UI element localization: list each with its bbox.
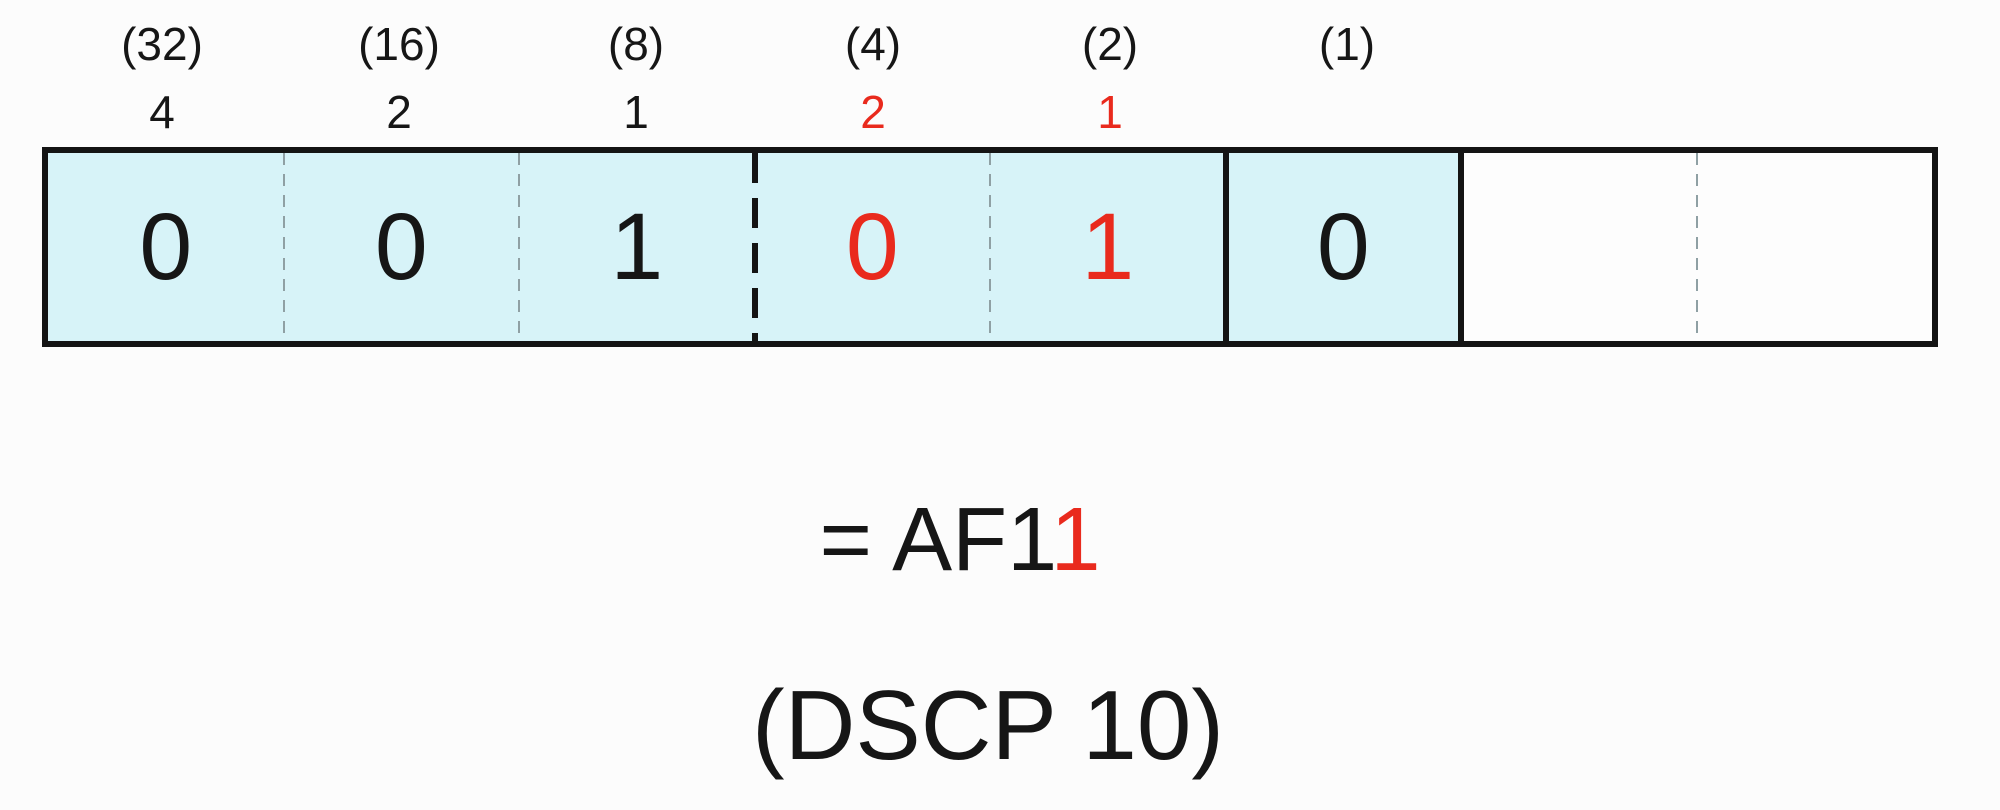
bit-value: 0 xyxy=(139,193,193,300)
bit-cell: 0 xyxy=(1225,153,1461,341)
bit-value: 0 xyxy=(374,193,428,300)
bit-value: 1 xyxy=(610,193,664,300)
af-result-prefix: = AF1 xyxy=(819,490,1051,590)
af-weight-label: 4 xyxy=(149,86,175,138)
af-weight-label: 2 xyxy=(386,86,412,138)
bit-value: 0 xyxy=(1316,193,1370,300)
af-weight-label: 2 xyxy=(860,86,886,138)
bit-weight-label: (1) xyxy=(1318,18,1376,70)
cell-divider-dashed xyxy=(989,153,991,341)
bit-cell: 0 xyxy=(48,153,284,341)
cell-divider-dashed xyxy=(1695,153,1698,341)
dscp-caption: (DSCP 10) xyxy=(751,670,1225,780)
af-result-text: = AF11 xyxy=(819,495,1100,585)
bit-value: 1 xyxy=(1081,193,1135,300)
bit-weight-label: (2) xyxy=(1081,18,1139,70)
bit-cell: 1 xyxy=(990,153,1226,341)
cell-divider-dashed xyxy=(282,153,285,341)
bit-cell: 1 xyxy=(519,153,755,341)
bit-weight-label: (4) xyxy=(844,18,902,70)
af-weight-label: 1 xyxy=(623,86,649,138)
bit-cell: 0 xyxy=(754,153,990,341)
cell-divider-dashed xyxy=(518,153,520,341)
bit-field: 0 0 1 0 1 0 xyxy=(42,147,1938,347)
cell-divider-solid xyxy=(1458,153,1464,341)
cell-divider-heavy-dashed xyxy=(751,153,758,341)
bit-cell xyxy=(1696,153,1932,341)
cell-divider-solid xyxy=(1222,153,1229,341)
bit-weight-label: (32) xyxy=(121,18,203,70)
af-weight-label: 1 xyxy=(1097,86,1123,138)
bit-weight-label: (16) xyxy=(358,18,440,70)
af-result-highlight: 1 xyxy=(1050,490,1101,590)
bit-weight-label: (8) xyxy=(607,18,665,70)
bit-cell: 0 xyxy=(283,153,519,341)
bit-cell xyxy=(1461,153,1697,341)
bit-value: 0 xyxy=(845,193,899,300)
